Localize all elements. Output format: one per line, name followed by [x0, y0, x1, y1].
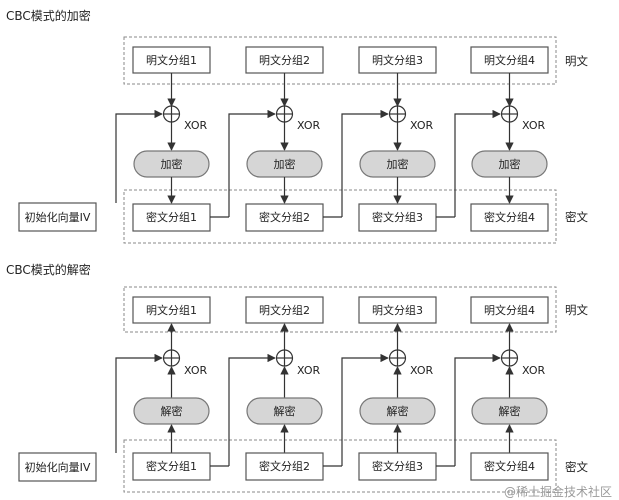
decrypt-op	[246, 397, 323, 425]
ciphertext-block-label: 密文分组4	[484, 459, 535, 473]
encryption-title: CBC模式的加密	[6, 8, 91, 23]
cipher3-feed-wire	[454, 109, 501, 217]
plaintext-block-label: 明文分组2	[259, 303, 310, 317]
xor-label: XOR	[184, 364, 207, 377]
decrypt-op-label: 解密	[499, 404, 521, 418]
xor-label: XOR	[522, 119, 545, 132]
plaintext-block-2	[245, 46, 324, 74]
ciphertext-block-2	[245, 452, 324, 481]
ciphertext-block-1	[132, 452, 211, 481]
decrypt-column-3: 明文分组3 XOR 解密 密文分组3	[358, 296, 437, 481]
ciphertext-side-label: 密文	[565, 210, 588, 224]
ciphertext-block-4	[470, 203, 549, 232]
encrypt-op-label: 加密	[161, 157, 183, 171]
xor-label: XOR	[410, 119, 433, 132]
cipher3-feed-wire	[454, 353, 501, 466]
encryption-section: CBC模式的加密 明文 密文 初始化向量IV 明文分组1 XOR 加密 密文分组…	[6, 8, 588, 244]
ciphertext-block-label: 密文分组1	[146, 459, 197, 473]
plaintext-block-label: 明文分组2	[259, 53, 310, 67]
iv-label: 初始化向量IV	[25, 210, 91, 224]
decrypt-column-2: 明文分组2 XOR 解密 密文分组2	[245, 296, 324, 481]
ciphertext-block-label: 密文分组4	[484, 210, 535, 224]
plaintext-block-3	[358, 296, 437, 324]
xor-label: XOR	[297, 364, 320, 377]
iv-feed-wire	[115, 109, 163, 203]
decrypt-op	[133, 397, 210, 425]
ciphertext-block-label: 密文分组1	[146, 210, 197, 224]
plaintext-block-2	[245, 296, 324, 324]
iv-box	[18, 452, 97, 482]
plaintext-block-4	[470, 46, 549, 74]
plaintext-block-3	[358, 46, 437, 74]
iv-box	[18, 202, 97, 232]
plaintext-block-label: 明文分组3	[372, 53, 423, 67]
ciphertext-block-2	[245, 203, 324, 232]
iv-label: 初始化向量IV	[25, 460, 91, 474]
ciphertext-block-label: 密文分组3	[372, 210, 423, 224]
plaintext-block-label: 明文分组1	[146, 303, 197, 317]
encrypt-column-4: 明文分组4 XOR 加密 密文分组4	[470, 46, 549, 232]
decryption-title: CBC模式的解密	[6, 262, 91, 277]
encrypt-op-label: 加密	[387, 157, 409, 171]
cipher2-feed-wire	[341, 353, 389, 466]
plaintext-block-1	[132, 296, 211, 324]
decrypt-op	[471, 397, 548, 425]
plaintext-group-frame	[123, 36, 557, 85]
xor-label: XOR	[522, 364, 545, 377]
iv-feed-wire	[115, 353, 163, 453]
ciphertext-group-frame	[123, 189, 557, 244]
plaintext-group-frame	[123, 286, 557, 333]
xor-label: XOR	[410, 364, 433, 377]
cipher2-feed-wire	[341, 109, 389, 217]
decrypt-column-1: 明文分组1 XOR 解密 密文分组1	[132, 296, 211, 481]
encrypt-op-label: 加密	[274, 157, 296, 171]
encrypt-column-2: 明文分组2 XOR 加密 密文分组2	[245, 46, 324, 232]
ciphertext-block-label: 密文分组2	[259, 459, 310, 473]
plaintext-block-label: 明文分组4	[484, 53, 535, 67]
encrypt-op-label: 加密	[499, 157, 521, 171]
plaintext-side-label: 明文	[565, 303, 588, 317]
plaintext-block-label: 明文分组4	[484, 303, 535, 317]
plaintext-block-label: 明文分组1	[146, 53, 197, 67]
decrypt-op	[359, 397, 436, 425]
plaintext-block-4	[470, 296, 549, 324]
plaintext-block-label: 明文分组3	[372, 303, 423, 317]
decryption-section: CBC模式的解密 明文 密文 初始化向量IV 明文分组1 XOR 解密 密文分组…	[6, 262, 588, 493]
cipher1-feed-wire	[228, 109, 276, 217]
decrypt-column-4: 明文分组4 XOR 解密 密文分组4	[470, 296, 549, 481]
decrypt-op-label: 解密	[161, 404, 183, 418]
ciphertext-group-frame	[123, 439, 557, 493]
ciphertext-block-label: 密文分组2	[259, 210, 310, 224]
ciphertext-block-4	[470, 452, 549, 481]
plaintext-side-label: 明文	[565, 54, 588, 68]
watermark: @稀土掘金技术社区	[504, 484, 612, 499]
encrypt-column-3: 明文分组3 XOR 加密 密文分组3	[358, 46, 437, 232]
ciphertext-block-label: 密文分组3	[372, 459, 423, 473]
decrypt-op-label: 解密	[274, 404, 296, 418]
encrypt-column-1: 明文分组1 XOR 加密 密文分组1	[132, 46, 211, 232]
xor-label: XOR	[184, 119, 207, 132]
xor-label: XOR	[297, 119, 320, 132]
decrypt-op-label: 解密	[387, 404, 409, 418]
cipher1-feed-wire	[228, 353, 276, 466]
ciphertext-side-label: 密文	[565, 460, 588, 474]
